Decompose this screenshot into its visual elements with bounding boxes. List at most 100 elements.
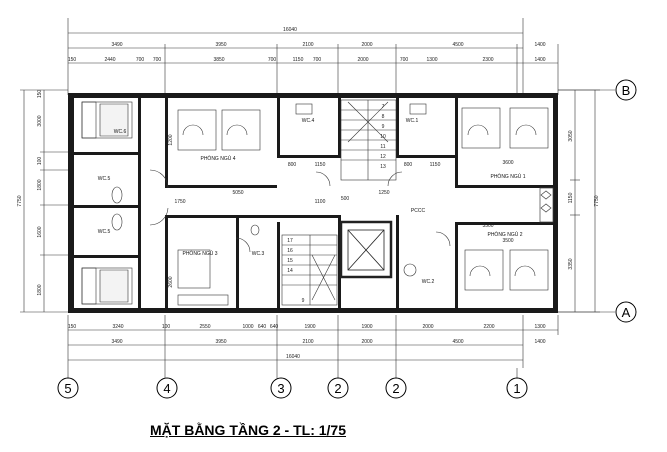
dim-top2-3: 700 bbox=[136, 57, 145, 63]
dim-int-3600: 3600 bbox=[502, 160, 513, 166]
axis-circle-4 bbox=[156, 377, 178, 399]
step-12: 12 bbox=[380, 154, 386, 160]
axis-circle-3 bbox=[270, 377, 292, 399]
dim-top2-9: 2000 bbox=[357, 57, 368, 63]
planter bbox=[539, 187, 554, 223]
axis-label-5: 5 bbox=[64, 381, 71, 396]
dim-bot-2: 3240 bbox=[112, 324, 123, 330]
grid-axes: 5 4 3 2 2 1 B A bbox=[57, 79, 637, 399]
dim-left-3: 1600 bbox=[37, 226, 43, 237]
dim-bot-6: 640 bbox=[258, 324, 267, 330]
dim-bot-12: 1300 bbox=[534, 324, 545, 330]
dim-int-3500a: 3500 bbox=[482, 223, 493, 229]
step-13: 13 bbox=[380, 164, 386, 170]
axis-label-4: 4 bbox=[163, 381, 170, 396]
step-17: 17 bbox=[287, 238, 293, 244]
dim-int-5050: 5050 bbox=[232, 190, 243, 196]
dim-right-1: 3050 bbox=[568, 130, 574, 141]
axis-circle-B bbox=[615, 79, 637, 101]
room-wc2: WC.2 bbox=[422, 279, 435, 285]
dim-top-3: 2100 bbox=[302, 42, 313, 48]
dim-bot-11: 2200 bbox=[483, 324, 494, 330]
step-15: 15 bbox=[287, 258, 293, 264]
dim-bot-10: 2000 bbox=[422, 324, 433, 330]
dim-bot2-1: 3490 bbox=[111, 339, 122, 345]
dim-bot2-4: 2000 bbox=[361, 339, 372, 345]
dim-bot-4: 2550 bbox=[199, 324, 210, 330]
dim-right-2: 1150 bbox=[568, 192, 574, 203]
dim-int-800b: 800 bbox=[404, 162, 413, 168]
axis-label-2b: 2 bbox=[392, 381, 399, 396]
dim-top2-11: 1300 bbox=[426, 57, 437, 63]
top-dimensions bbox=[67, 18, 559, 95]
dim-top2-13: 1400 bbox=[534, 57, 545, 63]
dim-top-6: 1400 bbox=[534, 42, 545, 48]
dim-bot-9: 1900 bbox=[361, 324, 372, 330]
interior-dims: 5050 3500 3600 3500 1250 800 1150 800 11… bbox=[168, 134, 514, 287]
dim-top2-12: 2300 bbox=[482, 57, 493, 63]
dim-int-500: 500 bbox=[341, 196, 350, 202]
elevator-shaft bbox=[339, 220, 393, 279]
room-bed3: PHÒNG NGỦ 3 bbox=[182, 250, 217, 257]
room-labels: WC.6 WC.5 WC.5 PHÒNG NGỦ 4 WC.4 WC.1 PHÒ… bbox=[98, 118, 526, 285]
walls bbox=[68, 93, 558, 313]
left-dimensions bbox=[20, 89, 68, 313]
dim-bot-1: 150 bbox=[68, 324, 77, 330]
room-wc5-upper: WC.5 bbox=[98, 176, 111, 182]
bottom-dimensions bbox=[67, 315, 559, 368]
room-bed4: PHÒNG NGỦ 4 bbox=[200, 155, 235, 162]
dim-left-6: 150 bbox=[37, 90, 43, 99]
dim-int-800a: 800 bbox=[288, 162, 297, 168]
dim-bot-7: 640 bbox=[270, 324, 279, 330]
room-wc6: WC.6 bbox=[114, 129, 127, 135]
top-dims-row2: 150 2440 700 700 3850 700 1150 700 2000 … bbox=[68, 57, 546, 63]
stair-lower bbox=[281, 234, 338, 306]
axis-label-3: 3 bbox=[277, 381, 284, 396]
dim-bot-3: 100 bbox=[162, 324, 171, 330]
dim-bot2-6: 1400 bbox=[534, 339, 545, 345]
dim-top-4: 2000 bbox=[361, 42, 372, 48]
dim-top2-7: 1150 bbox=[293, 57, 304, 63]
dim-left-1: 3000 bbox=[37, 115, 43, 126]
step-7: 7 bbox=[382, 104, 385, 110]
drawing-title: MẶT BẰNG TẦNG 2 - TL: 1/75 bbox=[150, 422, 347, 438]
overall-width-bottom: 16040 bbox=[286, 354, 300, 360]
axis-label-B: B bbox=[622, 83, 631, 98]
room-bed1: PHÒNG NGỦ 1 bbox=[490, 173, 525, 180]
dim-top-1: 3490 bbox=[111, 42, 122, 48]
dim-bot-8: 1900 bbox=[304, 324, 315, 330]
dim-left-5: 100 bbox=[37, 157, 43, 166]
step-14: 14 bbox=[287, 268, 293, 274]
furniture bbox=[81, 101, 549, 306]
dim-top2-6: 700 bbox=[268, 57, 277, 63]
step-9-lower: 9 bbox=[302, 298, 305, 304]
dim-int-3500b: 3500 bbox=[502, 238, 513, 244]
room-wc3: WC.3 bbox=[252, 251, 265, 257]
dim-bot2-3: 2100 bbox=[302, 339, 313, 345]
room-pccc: PCCC bbox=[411, 208, 426, 214]
overall-width-top: 16040 bbox=[283, 27, 297, 33]
room-wc1: WC.1 bbox=[406, 118, 419, 124]
room-wc4: WC.4 bbox=[302, 118, 315, 124]
dim-int-1750: 1750 bbox=[174, 199, 185, 205]
dim-right-3: 3350 bbox=[568, 258, 574, 269]
dim-int-1100: 1100 bbox=[315, 199, 326, 205]
axis-label-A: A bbox=[622, 305, 631, 320]
axis-circle-1 bbox=[506, 377, 528, 399]
step-8: 8 bbox=[382, 114, 385, 120]
bottom-dims-row1: 150 3240 100 2550 1000 640 640 1900 1900… bbox=[68, 324, 546, 330]
dim-top2-4: 700 bbox=[153, 57, 162, 63]
stair-upper-steps: 7 8 9 10 11 12 13 bbox=[380, 104, 386, 170]
axis-circle-5 bbox=[57, 377, 79, 399]
dim-left-total: 7750 bbox=[17, 195, 23, 206]
bottom-dims-row2: 3490 3950 2100 2000 4500 1400 bbox=[111, 339, 545, 345]
dim-left-4: 1800 bbox=[37, 284, 43, 295]
dim-int-1150b: 1150 bbox=[430, 162, 441, 168]
dim-int-1150a: 1150 bbox=[315, 162, 326, 168]
step-10: 10 bbox=[380, 134, 386, 140]
dim-top2-5: 3850 bbox=[213, 57, 224, 63]
axis-label-2a: 2 bbox=[334, 381, 341, 396]
dim-int-1200: 1200 bbox=[168, 134, 174, 145]
dim-bot2-5: 4500 bbox=[452, 339, 463, 345]
